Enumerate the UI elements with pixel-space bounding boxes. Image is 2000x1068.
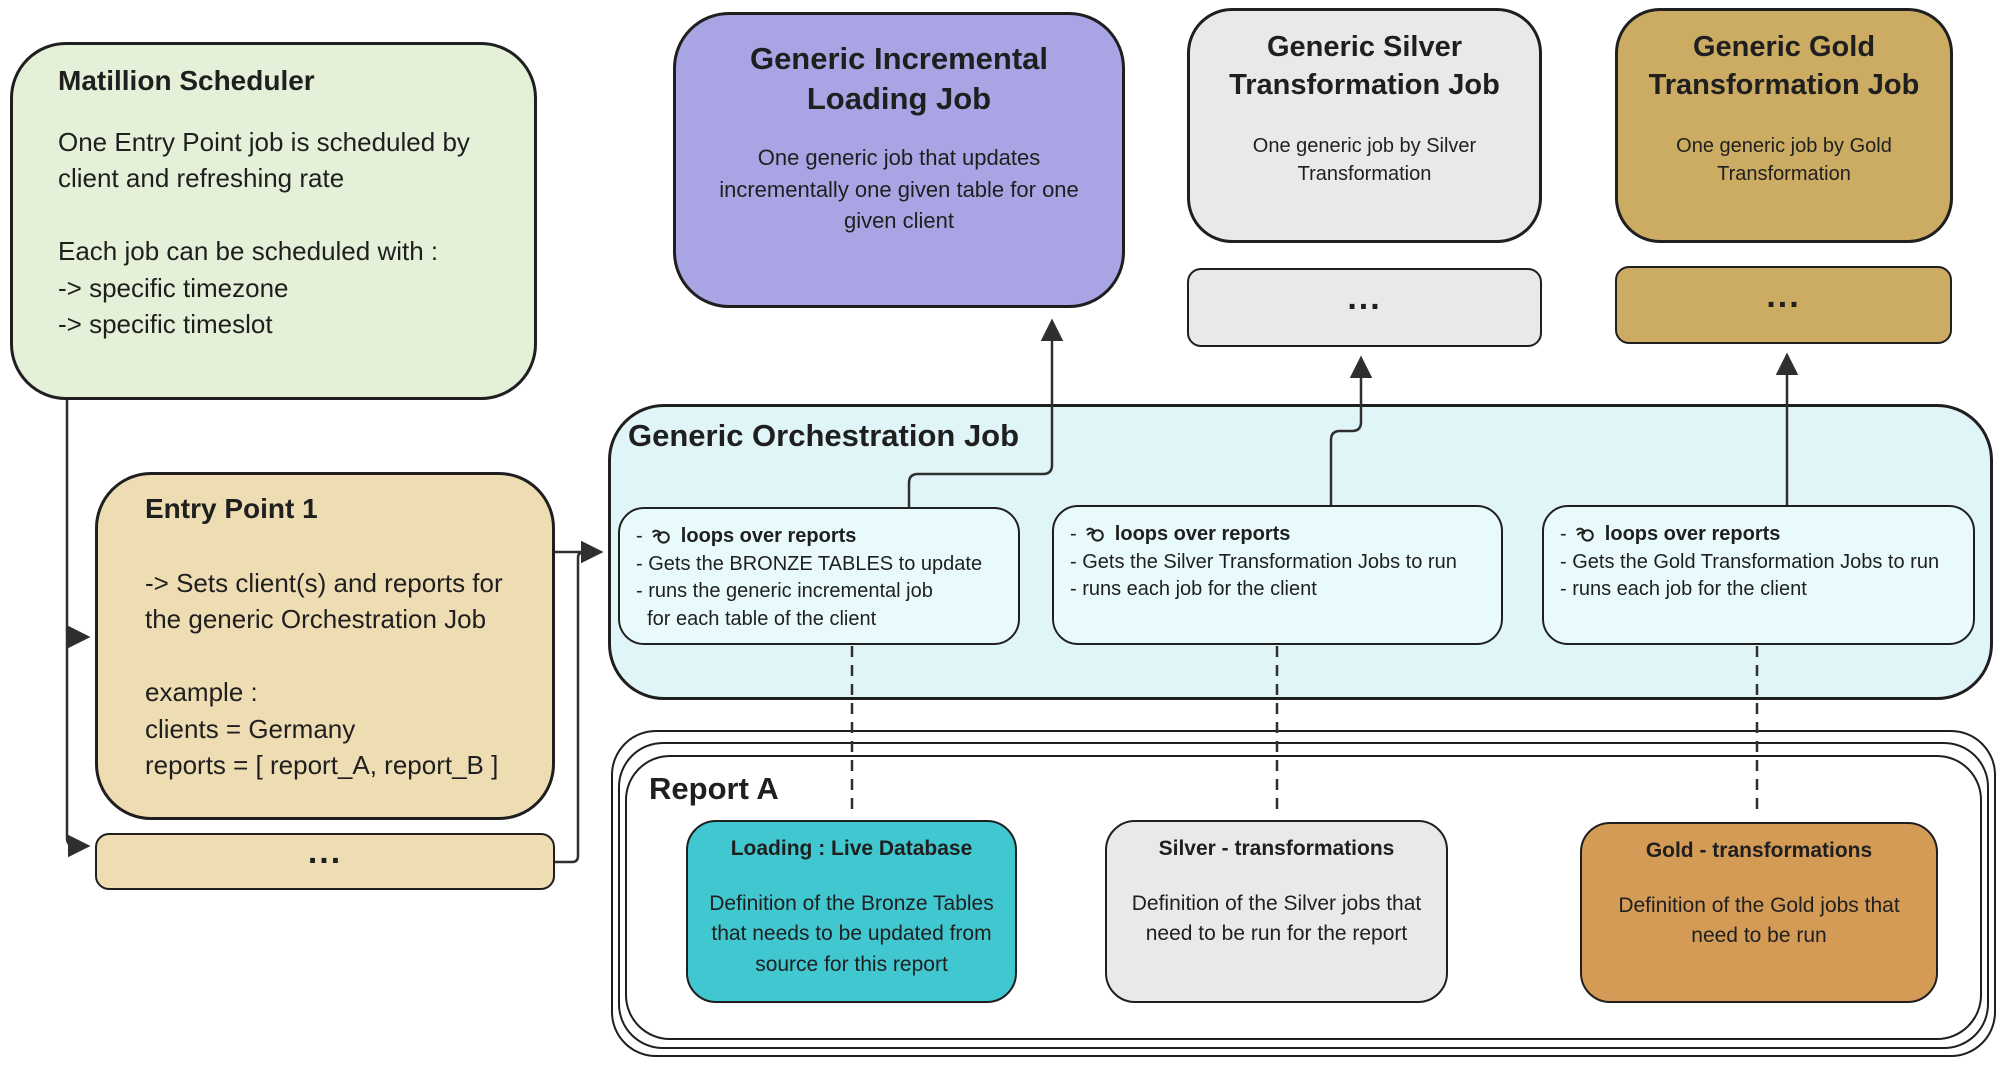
silver-job-body: One generic job by Silver Transformation	[1252, 135, 1477, 186]
scheduler-body: One Entry Point job is scheduled by clie…	[58, 127, 470, 339]
gold-job-title: Generic Gold Transformation Job	[1648, 31, 1920, 101]
scheduler-box: Matillion Scheduler One Entry Point job …	[10, 42, 537, 400]
orchestration-step-silver: - loops over reports - Gets the Silver T…	[1052, 505, 1503, 645]
report-loading-box: Loading : Live Database Definition of th…	[686, 820, 1017, 1003]
report-gold-title: Gold - transformations	[1645, 839, 1873, 862]
gold-more-box: ...	[1615, 266, 1952, 344]
report-silver-box: Silver - transformations Definition of t…	[1105, 820, 1448, 1003]
orchestration-title: Generic Orchestration Job	[628, 418, 1020, 453]
step-loop-label: loops over reports	[680, 525, 857, 547]
connector-more-feeder	[555, 550, 585, 864]
gold-job-box: Generic Gold Transformation Job One gene…	[1615, 8, 1953, 243]
step-lines: - Gets the Gold Transformation Jobs to r…	[1560, 550, 1940, 601]
loop-iterator-icon	[652, 529, 671, 544]
report-gold-body: Definition of the Gold jobs that need to…	[1618, 894, 1900, 948]
report-title: Report A	[649, 771, 779, 806]
entry-point-box: Entry Point 1 -> Sets client(s) and repo…	[95, 472, 555, 820]
step-bullet: -	[1560, 523, 1567, 545]
step-bullet: -	[636, 525, 643, 547]
gold-job-body: One generic job by Gold Transformation	[1676, 135, 1892, 186]
incremental-job-box: Generic Incremental Loading Job One gene…	[673, 12, 1125, 308]
report-loading-title: Loading : Live Database	[730, 837, 973, 860]
incremental-job-title: Generic Incremental Loading Job	[749, 41, 1049, 116]
silver-job-box: Generic Silver Transformation Job One ge…	[1187, 8, 1542, 243]
connector-scheduler-to-entry	[65, 625, 91, 649]
orchestration-step-bronze: - loops over reports - Gets the BRONZE T…	[618, 507, 1020, 645]
entry-point-title: Entry Point 1	[145, 493, 318, 524]
gold-more-label: ...	[1766, 276, 1801, 315]
entry-point-more-label: ...	[307, 833, 343, 871]
silver-more-box: ...	[1187, 268, 1542, 347]
step-lines: - Gets the Silver Transformation Jobs to…	[1070, 550, 1457, 601]
silver-more-label: ...	[1347, 279, 1382, 317]
connector-scheduler-to-more	[65, 400, 91, 858]
entry-point-more-box: ...	[95, 833, 555, 890]
incremental-job-body: One generic job that updates incremental…	[719, 145, 1079, 233]
step-loop-label: loops over reports	[1604, 523, 1781, 545]
entry-point-body: -> Sets client(s) and reports for the ge…	[145, 568, 503, 780]
report-silver-body: Definition of the Silver jobs that need …	[1131, 892, 1422, 946]
report-gold-box: Gold - transformations Definition of the…	[1580, 822, 1938, 1003]
step-lines: - Gets the BRONZE TABLES to update - run…	[636, 552, 983, 630]
scheduler-title: Matillion Scheduler	[58, 65, 315, 96]
silver-job-title: Generic Silver Transformation Job	[1229, 31, 1500, 101]
step-loop-label: loops over reports	[1114, 523, 1291, 545]
loop-iterator-icon	[1576, 527, 1595, 542]
report-loading-body: Definition of the Bronze Tables that nee…	[709, 892, 994, 976]
loop-iterator-icon	[1086, 527, 1105, 542]
step-bullet: -	[1070, 523, 1077, 545]
orchestration-step-gold: - loops over reports - Gets the Gold Tra…	[1542, 505, 1975, 645]
report-silver-title: Silver - transformations	[1158, 837, 1395, 860]
